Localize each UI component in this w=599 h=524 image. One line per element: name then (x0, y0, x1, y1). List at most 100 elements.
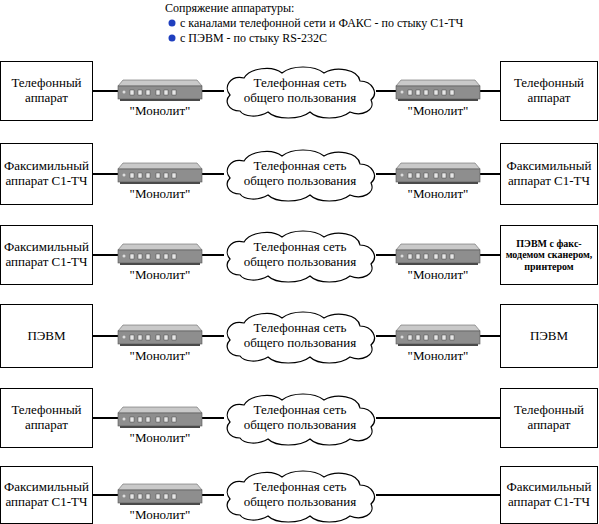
modem-illustration (118, 244, 202, 266)
terminal-box: Факсимильный аппарат С1-ТЧ (0, 225, 93, 285)
device-label: "Монолит" (408, 187, 469, 202)
modem-top (118, 407, 202, 413)
link-line (376, 90, 396, 92)
link-line (202, 90, 224, 92)
link-line (93, 173, 118, 175)
terminal-box: Факсимильный аппарат С1-ТЧ (500, 143, 598, 205)
modem-indicator (146, 494, 150, 499)
modem-led (401, 255, 404, 258)
modem-front (118, 86, 202, 99)
box-label: Факсимильный аппарат С1-ТЧ (503, 480, 595, 509)
modem-indicator (172, 494, 176, 499)
terminal-box: Телефонный аппарат (0, 388, 93, 448)
terminal-box: Факсимильный аппарат С1-ТЧ (0, 143, 93, 205)
modem-top (396, 244, 480, 250)
modem-led (123, 255, 126, 258)
modem-base (120, 99, 200, 101)
modem-led (123, 495, 126, 498)
modem-front (118, 490, 202, 503)
bullet-dot (169, 35, 176, 42)
modem-led (123, 91, 126, 94)
modem-base (398, 344, 478, 346)
modem-top (118, 244, 202, 250)
modem-indicator (434, 173, 438, 178)
cloud-label: Телефонная сеть общего пользования (236, 321, 364, 350)
cloud-path (227, 471, 374, 522)
modem-device: "Монолит" (118, 244, 202, 266)
link-line (93, 254, 118, 256)
modem-base (120, 426, 200, 428)
device-label: "Монолит" (130, 187, 191, 202)
modem-indicator (442, 90, 446, 95)
modem-indicator (424, 173, 428, 178)
modem-indicator (164, 90, 168, 95)
modem-led (123, 174, 126, 177)
device-label: "Монолит" (130, 104, 191, 119)
network-cloud: Телефонная сеть общего пользования (224, 229, 376, 281)
link-line (93, 335, 118, 337)
modem-illustration (396, 244, 480, 266)
terminal-box: Факсимильный аппарат С1-ТЧ (0, 466, 93, 524)
modem-base (398, 182, 478, 184)
modem-top (118, 325, 202, 331)
cloud-path (227, 394, 374, 445)
bullet-dot (169, 20, 176, 27)
link-line (202, 417, 224, 419)
modem-indicator (416, 90, 420, 95)
modem-indicator (164, 494, 168, 499)
terminal-box: Факсимильный аппарат С1-ТЧ (500, 466, 598, 524)
terminal-box: ПЭВМ (0, 304, 93, 368)
modem-indicator (434, 254, 438, 259)
network-cloud: Телефонная сеть общего пользования (224, 148, 376, 200)
modem-device: "Монолит" (118, 163, 202, 185)
modem-indicator (408, 254, 412, 259)
modem-device: "Монолит" (396, 244, 480, 266)
box-label: Телефонный аппарат (503, 76, 595, 105)
terminal-box: Телефонный аппарат (500, 61, 598, 121)
modem-front (396, 250, 480, 263)
cloud-path (227, 312, 374, 363)
box-label: ПЭВМ (530, 329, 568, 344)
modem-top (396, 325, 480, 331)
network-cloud: Телефонная сеть общего пользования (224, 310, 376, 362)
modem-indicator (138, 494, 142, 499)
cloud-label: Телефонная сеть общего пользования (236, 159, 364, 188)
link-line (376, 173, 396, 175)
modem-indicator (130, 494, 134, 499)
modem-device: "Монолит" (396, 163, 480, 185)
modem-top (118, 80, 202, 86)
modem-led (401, 91, 404, 94)
link-line (93, 90, 118, 92)
modem-device: "Монолит" (118, 80, 202, 102)
modem-led (123, 418, 126, 421)
modem-indicator (424, 254, 428, 259)
modem-indicator (130, 335, 134, 340)
modem-top (396, 163, 480, 169)
modem-front (396, 169, 480, 182)
modem-device: "Монолит" (396, 80, 480, 102)
modem-base (120, 263, 200, 265)
cloud-label: Телефонная сеть общего пользования (236, 240, 364, 269)
modem-led (401, 336, 404, 339)
cloud-path (227, 150, 374, 201)
modem-top (118, 163, 202, 169)
link-line (480, 90, 500, 92)
modem-indicator (138, 254, 142, 259)
modem-illustration (396, 80, 480, 102)
modem-indicator (156, 173, 160, 178)
modem-led (123, 336, 126, 339)
modem-indicator (164, 417, 168, 422)
modem-indicator (416, 335, 420, 340)
modem-indicator (450, 335, 454, 340)
network-cloud: Телефонная сеть общего пользования (224, 65, 376, 117)
link-line (202, 173, 224, 175)
network-cloud: Телефонная сеть общего пользования (224, 469, 376, 521)
box-label: Факсимильный аппарат С1-ТЧ (3, 480, 90, 509)
modem-front (118, 169, 202, 182)
cloud-path (227, 67, 374, 118)
modem-indicator (442, 173, 446, 178)
cloud-path (227, 231, 374, 282)
link-line (480, 173, 500, 175)
modem-indicator (172, 173, 176, 178)
modem-illustration (396, 163, 480, 185)
